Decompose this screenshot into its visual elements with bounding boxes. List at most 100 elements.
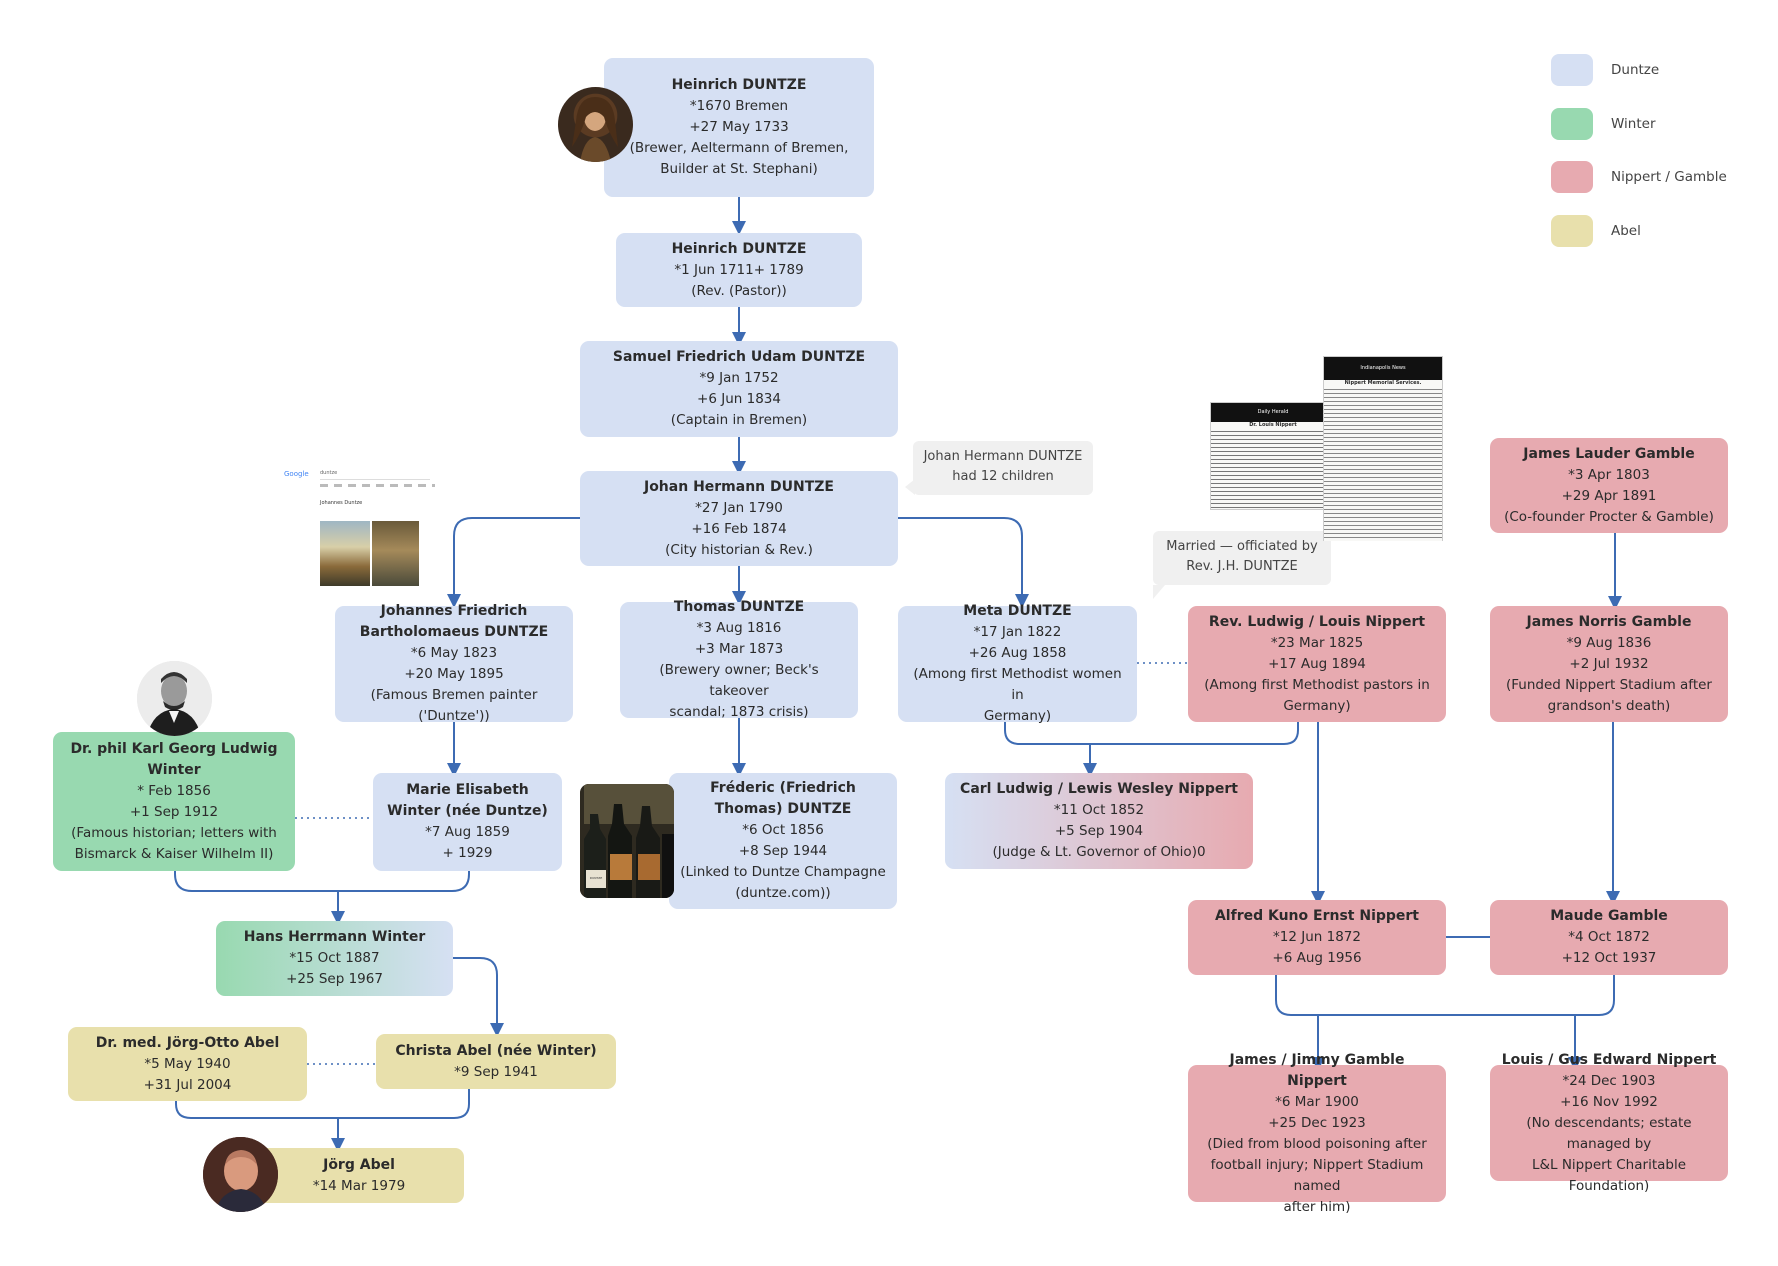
person-detail: (Judge & Lt. Governor of Ohio)0 [992, 844, 1206, 860]
person-name: Dr. med. Jörg-Otto Abel [95, 1034, 280, 1051]
legend-label: Nippert / Gamble [1611, 169, 1727, 185]
person-christa-abel[interactable]: Christa Abel (née Winter) *9 Sep 1941 [376, 1034, 616, 1089]
person-detail: Germany) [1283, 697, 1351, 714]
person-detail: +29 Apr 1891 [1561, 487, 1657, 504]
note-tail [905, 479, 915, 495]
person-detail: (Died from blood poisoning after [1207, 1135, 1427, 1152]
person-detail: (City historian & Rev.) [665, 541, 813, 558]
person-maude-gamble[interactable]: Maude Gamble *4 Oct 1872 +12 Oct 1937 [1490, 900, 1728, 975]
person-detail: after him) [1283, 1198, 1351, 1215]
person-detail: *12 Jun 1872 [1273, 929, 1361, 945]
person-jimmy-nippert[interactable]: James / Jimmy Gamble Nippert *6 Mar 1900… [1188, 1052, 1446, 1215]
legend-swatch-duntze [1551, 54, 1593, 86]
search-tabs [320, 484, 435, 487]
legend-item-abel: Abel [1551, 215, 1641, 247]
person-carl-nippert[interactable]: Carl Ludwig / Lewis Wesley Nippert *11 O… [945, 773, 1253, 869]
person-detail: +17 Aug 1894 [1268, 655, 1366, 672]
person-name: Samuel Friedrich Udam DUNTZE [612, 349, 866, 365]
person-detail: (No descendants; estate managed by [1526, 1114, 1692, 1152]
person-name: James / Jimmy Gamble Nippert [1229, 1051, 1405, 1089]
person-detail: +16 Feb 1874 [691, 520, 787, 537]
person-detail: (Famous Bremen painter ('Duntze')) [370, 687, 538, 724]
person-james-norris-gamble[interactable]: James Norris Gamble *9 Aug 1836 +2 Jul 1… [1490, 606, 1728, 722]
person-detail: Germany) [983, 708, 1052, 724]
person-name: Hans Herrmann Winter [243, 929, 426, 945]
person-louis-nippert[interactable]: Louis / Gus Edward Nippert *24 Dec 1903 … [1490, 1052, 1728, 1194]
person-detail: +8 Sep 1944 [738, 843, 828, 859]
person-detail: +31 Jul 2004 [143, 1076, 232, 1093]
person-karl-winter[interactable]: Dr. phil Karl Georg Ludwig Winter * Feb … [53, 732, 295, 871]
legend-item-duntze: Duntze [1551, 54, 1659, 86]
person-meta[interactable]: Meta DUNTZE *17 Jan 1822 +26 Aug 1858 (A… [898, 603, 1137, 724]
person-james-lauder-gamble[interactable]: James Lauder Gamble *3 Apr 1803 +29 Apr … [1490, 438, 1728, 533]
person-detail: (duntze.com)) [735, 885, 831, 901]
person-detail: +12 Oct 1937 [1561, 950, 1657, 966]
person-detail: +6 Jun 1834 [697, 391, 781, 407]
person-heinrich-1711[interactable]: Heinrich DUNTZE *1 Jun 1711+ 1789 (Rev. … [616, 233, 862, 307]
person-detail: +20 May 1895 [404, 666, 504, 682]
search-brand: Google [284, 470, 309, 478]
person-name: Louis / Gus Edward Nippert [1501, 1051, 1717, 1068]
note-tail [1153, 585, 1165, 599]
person-johannes-friedrich[interactable]: Johannes Friedrich Bartholomaeus DUNTZE … [335, 603, 573, 724]
person-alfred-nippert[interactable]: Alfred Kuno Ernst Nippert *12 Jun 1872 +… [1188, 900, 1446, 975]
person-detail: *24 Dec 1903 [1562, 1072, 1656, 1089]
person-marie-elisabeth[interactable]: Marie Elisabeth Winter (née Duntze) *7 A… [373, 773, 562, 871]
person-detail: (Among first Methodist pastors in [1204, 676, 1430, 693]
search-screenshot-image: Google duntze Johannes Duntze [284, 468, 440, 592]
person-detail: *11 Oct 1852 [1053, 802, 1145, 818]
newspaper-header-text: Indianapolis News [1360, 365, 1406, 371]
note-twelve-children: Johan Hermann DUNTZE had 12 children [905, 441, 1093, 495]
person-detail: *3 Apr 1803 [1568, 466, 1650, 483]
person-detail: +2 Jul 1932 [1569, 655, 1649, 672]
note-line: Rev. J.H. DUNTZE [1186, 559, 1298, 574]
person-detail: *15 Oct 1887 [289, 950, 380, 966]
legend-label: Winter [1611, 116, 1656, 132]
newspaper-headline: Dr. Louis Nippert [1211, 422, 1335, 428]
person-detail: +25 Dec 1923 [1268, 1114, 1366, 1131]
person-joerg-otto-abel[interactable]: Dr. med. Jörg-Otto Abel *5 May 1940 +31 … [68, 1027, 307, 1101]
person-name: Rev. Ludwig / Louis Nippert [1208, 613, 1426, 630]
person-johan-hermann[interactable]: Johan Hermann DUNTZE *27 Jan 1790 +16 Fe… [580, 471, 898, 566]
person-detail: (Captain in Bremen) [670, 412, 808, 428]
painting-right [372, 521, 419, 586]
person-detail: *17 Jan 1822 [973, 624, 1062, 640]
person-detail: +27 May 1733 [689, 119, 789, 135]
person-detail: *9 Aug 1836 [1566, 634, 1652, 651]
person-detail: *23 Mar 1825 [1270, 634, 1364, 651]
person-name: Carl Ludwig / Lewis Wesley Nippert [960, 781, 1238, 797]
person-detail: *5 May 1940 [144, 1055, 231, 1072]
person-name: Heinrich DUNTZE [671, 240, 807, 257]
person-detail: +6 Aug 1956 [1272, 950, 1362, 966]
portrait-art [572, 97, 618, 162]
person-detail: +26 Aug 1858 [968, 645, 1067, 661]
person-name: James Norris Gamble [1526, 613, 1692, 630]
person-frederic[interactable]: Fréderic (Friedrich Thomas) DUNTZE *6 Oc… [669, 773, 897, 909]
person-ludwig-nippert[interactable]: Rev. Ludwig / Louis Nippert *23 Mar 1825… [1188, 606, 1446, 722]
search-query: duntze [320, 470, 430, 480]
note-line: had 12 children [952, 469, 1054, 484]
person-detail: (Brewery owner; Beck's takeover [659, 662, 819, 699]
newspaper-clipping-image: Daily Herald Dr. Louis Nippert Indianapo… [1208, 356, 1443, 541]
portrait-art [137, 661, 212, 736]
person-hans-winter[interactable]: Hans Herrmann Winter *15 Oct 1887 +25 Se… [216, 921, 453, 996]
person-detail: *1 Jun 1711+ 1789 [674, 261, 804, 278]
note-line: Married — officiated by [1166, 539, 1318, 554]
person-detail: +3 Mar 1873 [694, 641, 784, 657]
legend-swatch-abel [1551, 215, 1593, 247]
person-detail: (Among first Methodist women in [913, 666, 1122, 703]
person-name: Jörg Abel [323, 1156, 395, 1173]
portrait-art [203, 1137, 278, 1212]
person-samuel[interactable]: Samuel Friedrich Udam DUNTZE *9 Jan 1752… [580, 341, 898, 437]
newspaper-header: Indianapolis News [1324, 357, 1442, 380]
person-detail: *9 Jan 1752 [699, 370, 779, 386]
person-thomas[interactable]: Thomas DUNTZE *3 Aug 1816 +3 Mar 1873 (B… [620, 599, 858, 720]
person-detail: +5 Sep 1904 [1054, 823, 1144, 839]
person-detail: *6 Mar 1900 [1275, 1093, 1359, 1110]
legend-label: Duntze [1611, 62, 1660, 78]
newspaper-clipping-left: Daily Herald Dr. Louis Nippert [1210, 402, 1336, 510]
person-detail: +16 Nov 1992 [1560, 1093, 1658, 1110]
person-heinrich-1670[interactable]: Heinrich DUNTZE *1670 Bremen +27 May 173… [604, 58, 874, 197]
person-detail: *1670 Bremen [689, 98, 789, 114]
